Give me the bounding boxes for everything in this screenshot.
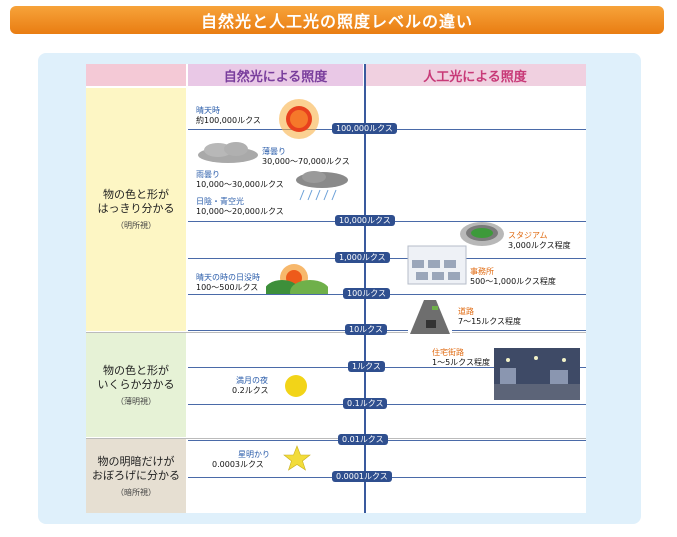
band-label-line2: おぼろげに分かる bbox=[92, 468, 180, 482]
star-value: 0.0003ルクス bbox=[212, 460, 264, 469]
lux-label: 100ルクス bbox=[343, 288, 391, 299]
band-photopic: 物の色と形が はっきり分かる （明所視） bbox=[86, 88, 186, 331]
office-icon bbox=[407, 245, 467, 285]
star-title: 星明かり bbox=[238, 450, 270, 459]
thin-cloud-value: 30,000〜70,000ルクス bbox=[262, 157, 350, 166]
thin-cloud-title: 薄曇り bbox=[262, 147, 286, 156]
residential-street-icon bbox=[494, 348, 580, 400]
road-icon bbox=[408, 298, 452, 334]
lux-gridline bbox=[188, 330, 586, 331]
stadium-title: スタジアム bbox=[508, 231, 548, 240]
sunny-value: 約100,000ルクス bbox=[196, 116, 261, 125]
lux-label: 10,000ルクス bbox=[335, 215, 395, 226]
band-sub-label: （明所視） bbox=[116, 221, 156, 230]
rain-cloud-value: 10,000〜30,000ルクス bbox=[196, 180, 284, 189]
office-title: 事務所 bbox=[470, 267, 494, 276]
road-value: 7〜15ルクス程度 bbox=[458, 317, 522, 326]
band-mesopic: 物の色と形が いくらか分かる （薄明視） bbox=[86, 333, 186, 437]
band-label-line1: 物の明暗だけが bbox=[97, 454, 175, 468]
sunset-value: 100〜500ルクス bbox=[196, 283, 259, 292]
sun-icon bbox=[279, 99, 319, 139]
lux-label: 1,000ルクス bbox=[335, 252, 390, 263]
moon-value: 0.2ルクス bbox=[232, 386, 269, 395]
rain-cloud-title: 雨曇り bbox=[196, 170, 220, 179]
full-moon-icon bbox=[285, 375, 307, 397]
office-value: 500〜1,000ルクス程度 bbox=[470, 277, 556, 286]
band-divider bbox=[86, 438, 586, 439]
residential-title: 住宅街路 bbox=[432, 348, 464, 357]
band-sub-label: （暗所視） bbox=[116, 487, 156, 497]
moon-title: 満月の夜 bbox=[236, 376, 268, 385]
star-icon bbox=[283, 445, 311, 471]
shade-title: 日陰・青空光 bbox=[196, 197, 244, 206]
shade-value: 10,000〜20,000ルクス bbox=[196, 207, 284, 216]
sunset-title: 晴天の時の日没時 bbox=[196, 273, 260, 282]
cloud-icon bbox=[198, 142, 258, 163]
band-label-line1: 物の色と形が bbox=[103, 188, 169, 201]
sunny-title: 晴天時 bbox=[196, 106, 220, 115]
lux-gridline bbox=[188, 367, 586, 368]
sunset-icon bbox=[266, 264, 328, 294]
header-artificial: 人工光による照度 bbox=[364, 64, 586, 86]
lux-label: 0.1ルクス bbox=[343, 398, 388, 409]
band-scotopic: 物の明暗だけが おぼろげに分かる （暗所視） bbox=[86, 439, 186, 513]
band-label-line2: はっきり分かる bbox=[97, 202, 175, 215]
band-label-line2: いくらか分かる bbox=[97, 377, 175, 391]
rain-cloud-icon bbox=[296, 171, 348, 201]
stadium-value: 3,000ルクス程度 bbox=[508, 241, 571, 250]
header-natural: 自然光による照度 bbox=[188, 64, 363, 86]
band-sub-label: （薄明視） bbox=[116, 396, 156, 406]
header-blank bbox=[86, 64, 186, 86]
band-label-line1: 物の色と形が bbox=[103, 363, 169, 377]
lux-label: 0.0001ルクス bbox=[332, 471, 392, 482]
residential-value: 1〜5ルクス程度 bbox=[432, 358, 490, 367]
lux-label: 0.01ルクス bbox=[338, 434, 388, 445]
lux-label: 100,000ルクス bbox=[332, 123, 397, 134]
stadium-icon bbox=[460, 222, 504, 246]
band-divider bbox=[86, 332, 586, 333]
lux-label: 1ルクス bbox=[348, 361, 385, 372]
lux-label: 10ルクス bbox=[345, 324, 387, 335]
page-title: 自然光と人工光の照度レベルの違い bbox=[10, 6, 664, 34]
road-title: 道路 bbox=[458, 307, 474, 316]
